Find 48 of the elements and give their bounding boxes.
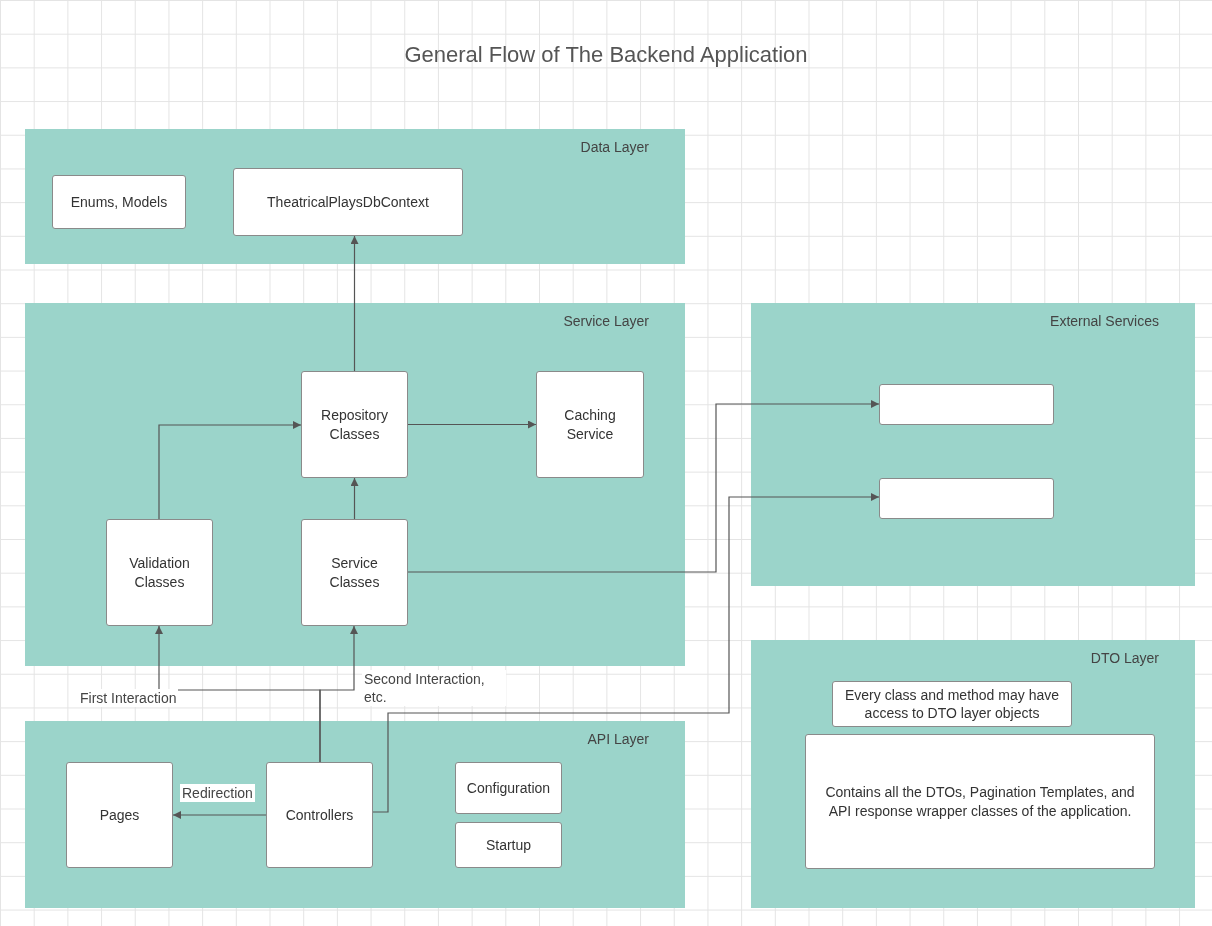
box-text: Pages	[99, 805, 140, 825]
layer-title: Service Layer	[563, 313, 649, 329]
box-text: Repository Classes	[320, 406, 389, 443]
class-box	[301, 371, 408, 478]
class-box	[536, 371, 644, 478]
class-box	[106, 519, 213, 626]
diagram-title: General Flow of The Backend Application	[403, 42, 809, 68]
arrow	[172, 811, 267, 819]
layer-title: Data Layer	[580, 139, 649, 155]
box-text: Startup	[485, 835, 532, 855]
layer-panel	[751, 303, 1195, 586]
class-box	[52, 175, 186, 229]
empty-box	[879, 384, 1054, 425]
box-text: Contains all the DTOs, Pagination Templates, and API response wrapper classes of the application.	[824, 783, 1136, 820]
class-box	[455, 762, 562, 814]
arrow	[372, 493, 880, 813]
layer-panel	[25, 303, 685, 666]
layer-title: External Services	[1050, 313, 1159, 329]
edge-label: Second Interaction, etc.	[362, 670, 506, 707]
layer-panel	[751, 640, 1195, 908]
box-text: Caching Service	[563, 406, 617, 443]
arrow	[158, 421, 302, 520]
arrow	[350, 477, 359, 520]
layer-title: DTO Layer	[1090, 650, 1159, 666]
arrow	[407, 420, 537, 429]
box-text: Enums, Models	[70, 192, 168, 212]
box-text: Validation Classes	[128, 554, 191, 591]
class-box	[266, 762, 373, 868]
box-text: Every class and method may have access to DTO layer objects	[844, 685, 1060, 723]
class-box	[455, 822, 562, 868]
class-box	[301, 519, 408, 626]
arrow	[350, 235, 359, 372]
class-box	[233, 168, 463, 236]
class-box	[805, 734, 1155, 869]
layer-panel	[25, 129, 685, 264]
empty-box	[879, 478, 1054, 519]
arrow	[319, 625, 358, 763]
box-text: Configuration	[466, 778, 551, 798]
edge-label: Redirection	[180, 784, 255, 803]
layer-title: API Layer	[587, 731, 649, 747]
box-text: TheatricalPlaysDbContext	[267, 192, 429, 212]
arrow	[407, 400, 880, 573]
class-box	[832, 681, 1072, 727]
box-text: Service Classes	[328, 554, 381, 591]
layer-panel	[25, 721, 685, 908]
class-box	[66, 762, 173, 868]
box-text: Controllers	[285, 805, 354, 825]
edge-label: First Interaction	[78, 689, 179, 708]
